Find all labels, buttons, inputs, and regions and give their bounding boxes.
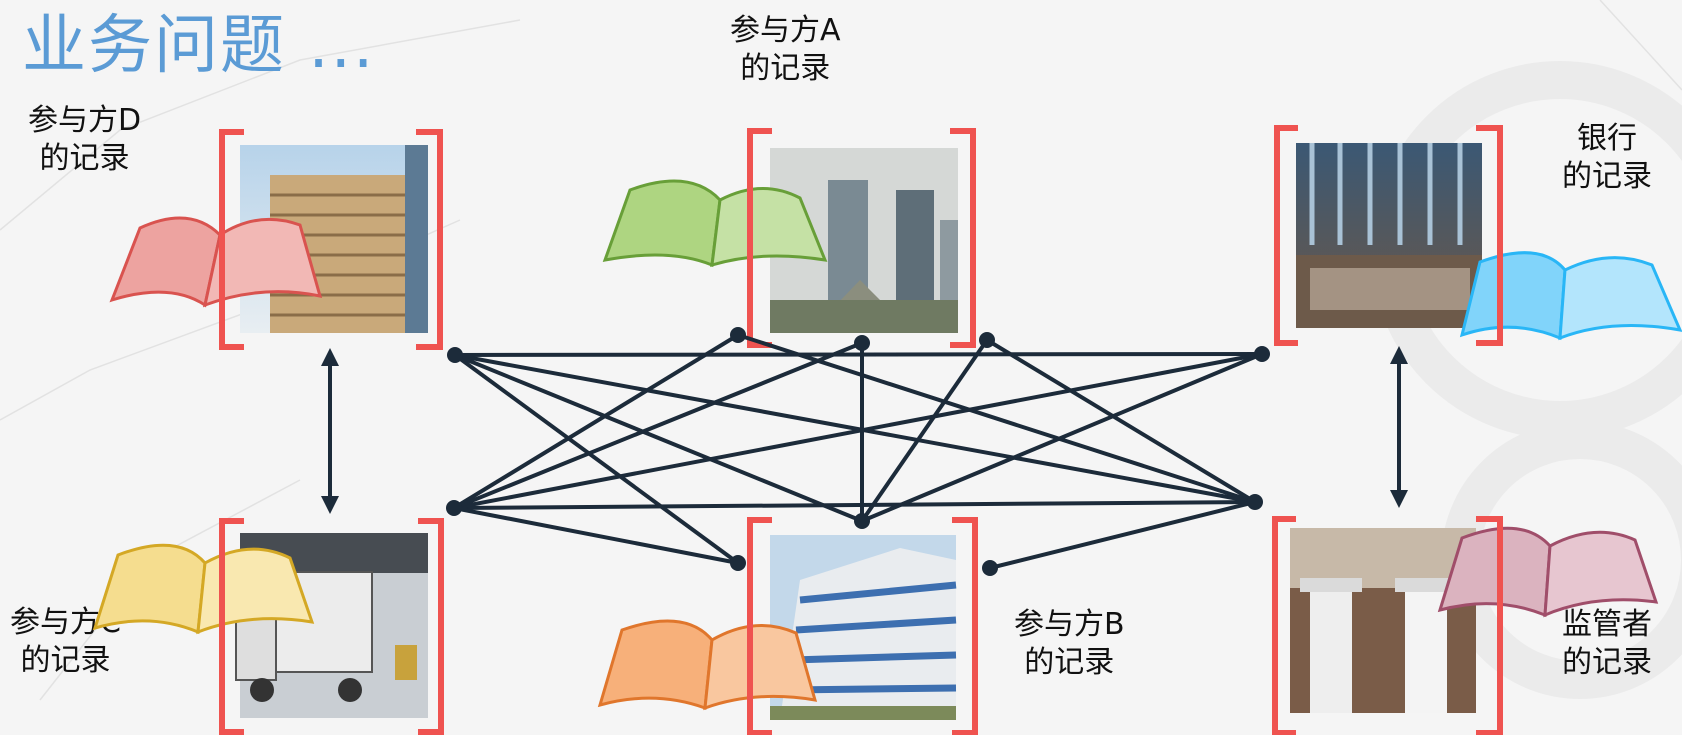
orange-ledger-book-icon [597, 619, 818, 711]
double-arrow-bank-regulator [1390, 346, 1408, 508]
yellow-ledger-book-icon [92, 543, 315, 635]
green-ledger-book-icon [602, 179, 828, 268]
double-arrow-d-c [321, 348, 339, 514]
mauve-ledger-book-icon [1437, 526, 1659, 618]
red-ledger-book-icon [109, 216, 323, 308]
bracket-c [219, 518, 444, 735]
bracket-regulator [1272, 516, 1503, 735]
skyscrapers-photo [770, 148, 958, 333]
bank-building-photo [1296, 143, 1482, 328]
bracket-a [747, 128, 976, 348]
bracket-bank [1274, 125, 1503, 346]
columns-photo [1290, 528, 1476, 713]
connection-nodes [446, 327, 1270, 576]
blue-ledger-book-icon [1459, 251, 1682, 341]
office-building-photo [770, 535, 957, 720]
label-regulator: 监管者的记录 [1562, 607, 1652, 680]
bracket-b [747, 517, 978, 735]
connection-lines [452, 333, 1263, 570]
bracket-d [219, 129, 443, 350]
label-bank: 银行的记录 [1562, 121, 1652, 194]
page-title: 业务问题 ... [22, 9, 376, 83]
truck-warehouse-photo [235, 533, 428, 718]
